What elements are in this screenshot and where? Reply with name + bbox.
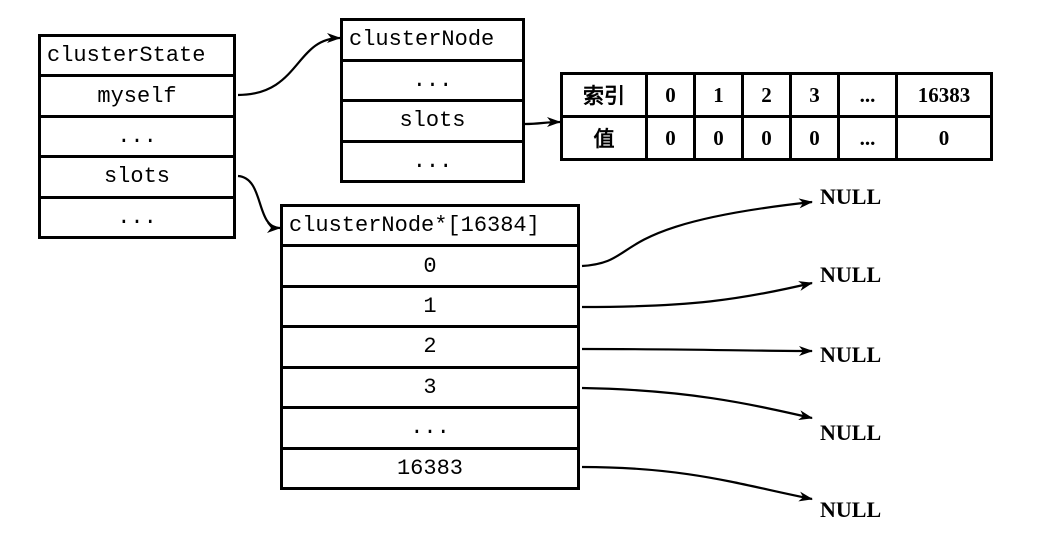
cluster-node-field-slots: slots: [343, 99, 522, 140]
value-cell: 0: [645, 115, 696, 161]
cluster-node-field-ellipsis: ...: [343, 58, 522, 100]
index-cell: 3: [789, 72, 840, 118]
cluster-state-field-slots: slots: [41, 155, 233, 195]
null-label: NULL: [820, 497, 882, 522]
slots-bitmap-table: 索引 0 1 2 3 ... 16383 值 0 0 0 0 ... 0: [560, 72, 993, 161]
value-cell: 0: [895, 115, 993, 161]
cluster-state-title: clusterState: [47, 43, 206, 69]
slots-pointer-array: clusterNode*[16384] 0 1 2 3 ... 16383: [280, 204, 580, 490]
slots-array-entry: 2: [283, 325, 577, 365]
slot-2-to-null-arrow: [581, 345, 813, 356]
slot-3-to-null-arrow: [581, 386, 813, 421]
value-cell: ...: [837, 115, 898, 161]
cluster-node-title: clusterNode: [349, 27, 495, 53]
slot-1-to-null-arrow: [581, 281, 813, 309]
slots-array-title: clusterNode*[16384]: [289, 213, 540, 239]
slot-0-to-null-arrow: [581, 198, 813, 268]
value-header: 值: [560, 115, 648, 161]
value-cell: 0: [741, 115, 792, 161]
node-slots-to-bitmap-arrow: [524, 117, 561, 128]
slots-array-entry: 0: [283, 244, 577, 284]
index-cell: ...: [837, 72, 898, 118]
value-cell: 0: [789, 115, 840, 161]
slots-array-entry: 1: [283, 284, 577, 325]
index-header: 索引: [560, 72, 648, 118]
myself-to-cluster-node-arrow: [237, 33, 341, 97]
cluster-node-struct: clusterNode ... slots ...: [340, 18, 525, 183]
cluster-state-field-ellipsis: ...: [41, 195, 233, 236]
null-label: NULL: [820, 184, 882, 209]
null-label: NULL: [820, 342, 882, 367]
null-label: NULL: [820, 262, 882, 287]
slots-value-row: 值 0 0 0 0 ... 0: [560, 115, 993, 161]
slots-array-entry: 3: [283, 365, 577, 406]
cluster-node-field-ellipsis: ...: [343, 139, 522, 181]
value-cell: 0: [693, 115, 744, 161]
index-cell: 1: [693, 72, 744, 118]
index-cell: 0: [645, 72, 696, 118]
slots-index-row: 索引 0 1 2 3 ... 16383: [560, 72, 993, 118]
state-slots-to-array-arrow: [237, 174, 281, 233]
cluster-state-field-ellipsis: ...: [41, 114, 233, 155]
slots-array-entry: 16383: [283, 446, 577, 487]
index-cell: 16383: [895, 72, 993, 118]
index-cell: 2: [741, 72, 792, 118]
cluster-state-struct: clusterState myself ... slots ...: [38, 34, 236, 239]
slot-16383-to-null-arrow: [581, 465, 813, 502]
cluster-state-field-myself: myself: [41, 74, 233, 114]
slots-array-entry: ...: [283, 406, 577, 446]
null-label: NULL: [820, 420, 882, 445]
